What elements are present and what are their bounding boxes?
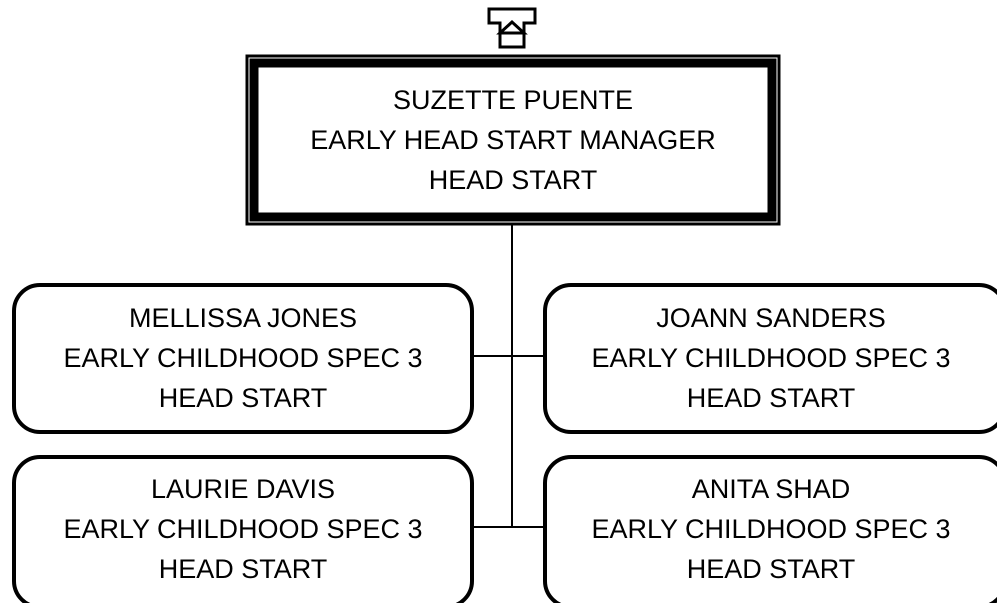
report-department: HEAD START <box>158 554 328 584</box>
report-box-frame-4 <box>543 455 997 603</box>
report-name: LAURIE DAVIS <box>150 474 336 504</box>
report-box-frame-3 <box>12 455 474 603</box>
manager-name: SUZETTE PUENTE <box>392 85 634 115</box>
report-name: JOANN SANDERS <box>656 303 886 333</box>
report-node-anita-shad[interactable]: ANITA SHAD EARLY CHILDHOOD SPEC 3 HEAD S… <box>549 469 993 589</box>
report-node-laurie-davis[interactable]: LAURIE DAVIS EARLY CHILDHOOD SPEC 3 HEAD… <box>18 469 468 589</box>
report-department: HEAD START <box>158 383 328 413</box>
report-node-joann-sanders[interactable]: JOANN SANDERS EARLY CHILDHOOD SPEC 3 HEA… <box>549 298 993 418</box>
report-department: HEAD START <box>686 554 856 584</box>
report-department: HEAD START <box>686 383 856 413</box>
manager-node[interactable]: SUZETTE PUENTE EARLY HEAD START MANAGER … <box>263 72 763 208</box>
manager-title: EARLY HEAD START MANAGER <box>310 125 716 155</box>
report-title: EARLY CHILDHOOD SPEC 3 <box>591 343 951 373</box>
report-title: EARLY CHILDHOOD SPEC 3 <box>591 514 951 544</box>
report-name: MELLISSA JONES <box>128 303 358 333</box>
report-box-frame-2 <box>543 283 997 434</box>
manager-box-frame <box>245 54 781 226</box>
manager-department: HEAD START <box>428 165 598 195</box>
report-name: ANITA SHAD <box>691 474 851 504</box>
report-title: EARLY CHILDHOOD SPEC 3 <box>63 343 423 373</box>
connector-lines <box>472 225 545 528</box>
report-title: EARLY CHILDHOOD SPEC 3 <box>63 514 423 544</box>
report-box-frame-1 <box>12 283 474 434</box>
report-node-mellissa-jones[interactable]: MELLISSA JONES EARLY CHILDHOOD SPEC 3 HE… <box>18 298 468 418</box>
up-arrow-icon[interactable] <box>487 7 537 49</box>
